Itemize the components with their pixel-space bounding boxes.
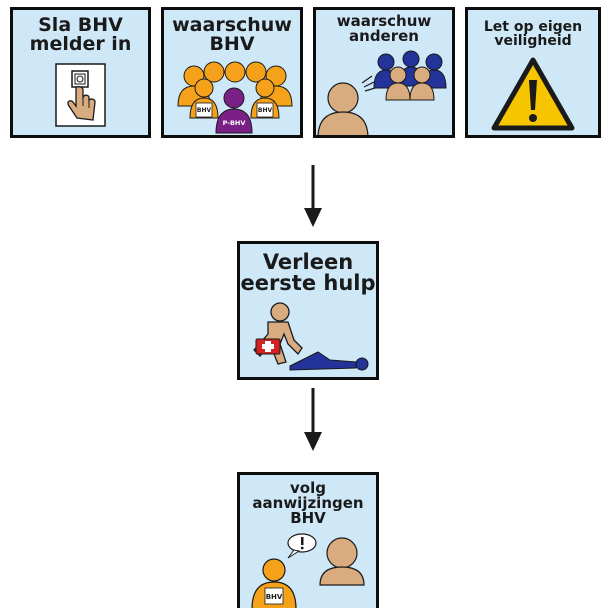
title-line-1: waarschuw — [172, 14, 292, 36]
card-warn-others: waarschuw anderen — [313, 7, 455, 138]
card-warn-bhv: waarschuw BHV BHV BHV P-BHV — [161, 7, 303, 138]
bhv-badge-right: BHV — [258, 107, 273, 114]
title-line-2: anderen — [349, 27, 419, 45]
title-line-1: volg — [290, 479, 326, 497]
title-line-2: aanwijzingen — [252, 494, 364, 512]
title-line-2: melder in — [29, 33, 132, 55]
person-shouting-icon — [317, 50, 447, 135]
alarm-button-hand-icon — [55, 63, 106, 127]
title-line-1: Verleen — [262, 250, 354, 274]
bhv-badge-left: BHV — [197, 107, 212, 114]
first-aid-scene — [253, 302, 369, 371]
p-bhv-badge: P-BHV — [223, 119, 246, 127]
card-follow-instructions: volg aanwijzingen BHV BHV — [237, 472, 379, 608]
title-line-1: waarschuw — [336, 12, 432, 30]
bhv-badge: BHV — [266, 593, 283, 601]
bhv-instructs-person-icon: BHV — [251, 533, 365, 608]
speech-bubble-icon — [287, 533, 317, 559]
title-line-1: Sla BHV — [38, 14, 123, 36]
title-line-2: eerste hulp — [240, 271, 376, 295]
title-line-2: BHV — [209, 33, 255, 55]
card-press-alarm: Sla BHV melder in — [10, 7, 151, 138]
bhv-team-icon: BHV BHV P-BHV — [177, 61, 293, 134]
card-title: Sla BHV melder in — [13, 16, 148, 54]
card-title: Let op eigen veiligheid — [468, 20, 598, 48]
title-line-2: veiligheid — [494, 33, 572, 49]
warning-triangle-icon — [491, 57, 575, 131]
title-line-1: Let op eigen — [483, 19, 583, 35]
card-title: waarschuw BHV — [164, 16, 300, 54]
title-line-3: BHV — [290, 509, 326, 527]
card-first-aid: Verleen eerste hulp — [237, 241, 379, 380]
card-title: waarschuw anderen — [316, 14, 452, 44]
card-title: Verleen eerste hulp — [240, 252, 376, 294]
card-title: volg aanwijzingen BHV — [240, 481, 376, 526]
card-safety: Let op eigen veiligheid — [465, 7, 601, 138]
first-aid-kit-icon — [255, 338, 281, 355]
